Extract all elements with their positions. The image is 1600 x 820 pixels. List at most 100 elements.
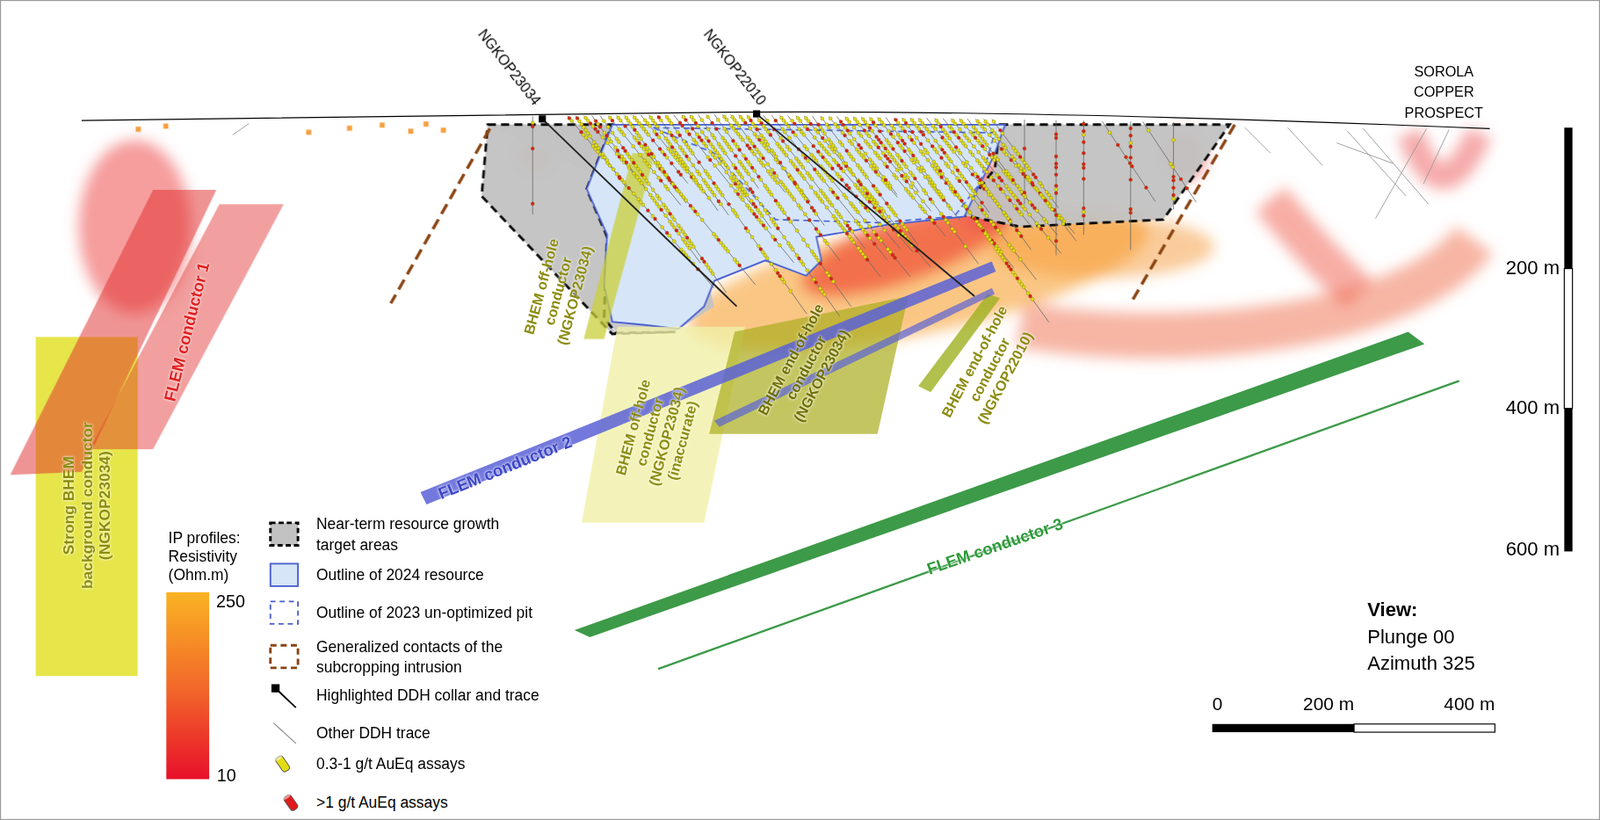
assay-marker <box>748 163 753 167</box>
assay-marker <box>631 160 636 165</box>
assay-marker <box>910 118 914 123</box>
assay-marker <box>666 187 670 191</box>
assay-marker <box>984 214 989 218</box>
assay-marker <box>757 158 761 162</box>
assay-marker <box>762 144 767 148</box>
resistivity-colorbar <box>166 592 210 780</box>
assay-marker <box>714 127 718 131</box>
assay-marker <box>818 261 823 266</box>
assay-marker <box>825 149 829 153</box>
assay-marker <box>909 193 913 197</box>
assay-marker <box>689 172 694 176</box>
assay-marker <box>666 209 670 213</box>
assay-marker <box>772 152 776 156</box>
assay-marker <box>1054 188 1058 192</box>
assay-marker <box>647 149 652 153</box>
assay-marker <box>764 226 768 231</box>
assay-marker <box>955 176 959 181</box>
assay-marker <box>775 180 780 185</box>
assay-marker <box>810 249 814 254</box>
assay-marker <box>976 119 980 124</box>
assay-marker <box>670 223 674 227</box>
assay-marker <box>645 209 650 213</box>
assay-marker <box>980 201 985 205</box>
assay-marker <box>1030 180 1035 185</box>
assay-marker <box>805 159 810 163</box>
assay-marker <box>1028 212 1032 217</box>
assay-marker <box>774 267 778 272</box>
assay-marker <box>984 159 988 163</box>
assay-marker <box>811 144 816 148</box>
assay-marker <box>921 188 926 193</box>
assay-marker <box>982 210 986 215</box>
legend-text: Near-term resource growth target areas <box>316 514 511 554</box>
assay-marker <box>832 158 836 162</box>
assay-marker <box>1027 166 1031 171</box>
assay-marker <box>881 151 885 155</box>
assay-marker <box>692 175 696 180</box>
assay-marker <box>631 144 636 149</box>
assay-marker <box>970 133 975 138</box>
ddh-trace <box>868 116 978 264</box>
assay-marker <box>840 130 845 135</box>
assay-marker <box>615 137 619 141</box>
assay-marker <box>946 165 950 169</box>
assay-marker <box>710 144 715 149</box>
assay-marker <box>759 160 763 165</box>
ddh-trace <box>975 118 1075 233</box>
assay-marker <box>796 159 801 164</box>
assay-marker <box>1010 154 1014 159</box>
ddh-trace <box>697 114 840 316</box>
assay-marker <box>708 158 712 162</box>
assay-marker <box>706 155 710 160</box>
assay-marker <box>1022 146 1027 151</box>
assay-marker <box>736 169 740 174</box>
assay-marker <box>648 193 652 197</box>
assay-marker <box>990 128 994 132</box>
assay-marker <box>707 138 711 143</box>
assay-marker <box>766 169 770 174</box>
assay-marker <box>570 119 574 124</box>
depth-scale-bar <box>1563 127 1572 268</box>
assay-marker <box>994 134 999 138</box>
assay-marker <box>703 169 708 174</box>
ddh-trace <box>608 115 681 205</box>
assay-marker <box>967 138 971 143</box>
assay-marker <box>876 153 880 158</box>
assay-marker <box>750 166 754 170</box>
assay-marker <box>688 203 693 208</box>
assay-marker <box>998 204 1002 209</box>
assay-marker <box>863 139 868 144</box>
assay-marker <box>904 173 908 177</box>
assay-marker <box>595 130 600 134</box>
assay-marker <box>684 142 688 146</box>
highlighted-ddh <box>752 109 761 117</box>
assay-marker <box>716 238 721 242</box>
assay-marker <box>897 219 902 224</box>
assay-marker <box>751 190 755 195</box>
assay-marker <box>785 188 790 193</box>
assay-marker <box>952 130 956 134</box>
assay-marker <box>958 151 963 155</box>
depth-label: 200 m <box>1505 256 1560 280</box>
assay-marker <box>996 249 1000 254</box>
assay-marker <box>774 223 778 227</box>
assay-marker <box>782 235 787 239</box>
assay-marker <box>713 148 717 153</box>
assay-marker <box>733 181 738 186</box>
assay-marker <box>724 170 729 174</box>
assay-marker <box>761 137 766 141</box>
assay-marker <box>790 247 795 252</box>
assay-marker <box>962 133 967 138</box>
other-ddh-trace <box>1336 143 1393 164</box>
assay-marker <box>1017 187 1021 191</box>
assay-marker <box>818 196 822 201</box>
assay-marker <box>803 144 807 149</box>
assay-marker <box>602 130 607 135</box>
assay-marker <box>763 253 768 257</box>
assay-marker <box>871 184 876 189</box>
assay-marker <box>742 153 746 158</box>
assay-marker <box>733 142 738 146</box>
assay-marker <box>594 143 599 147</box>
assay-marker <box>941 215 946 219</box>
